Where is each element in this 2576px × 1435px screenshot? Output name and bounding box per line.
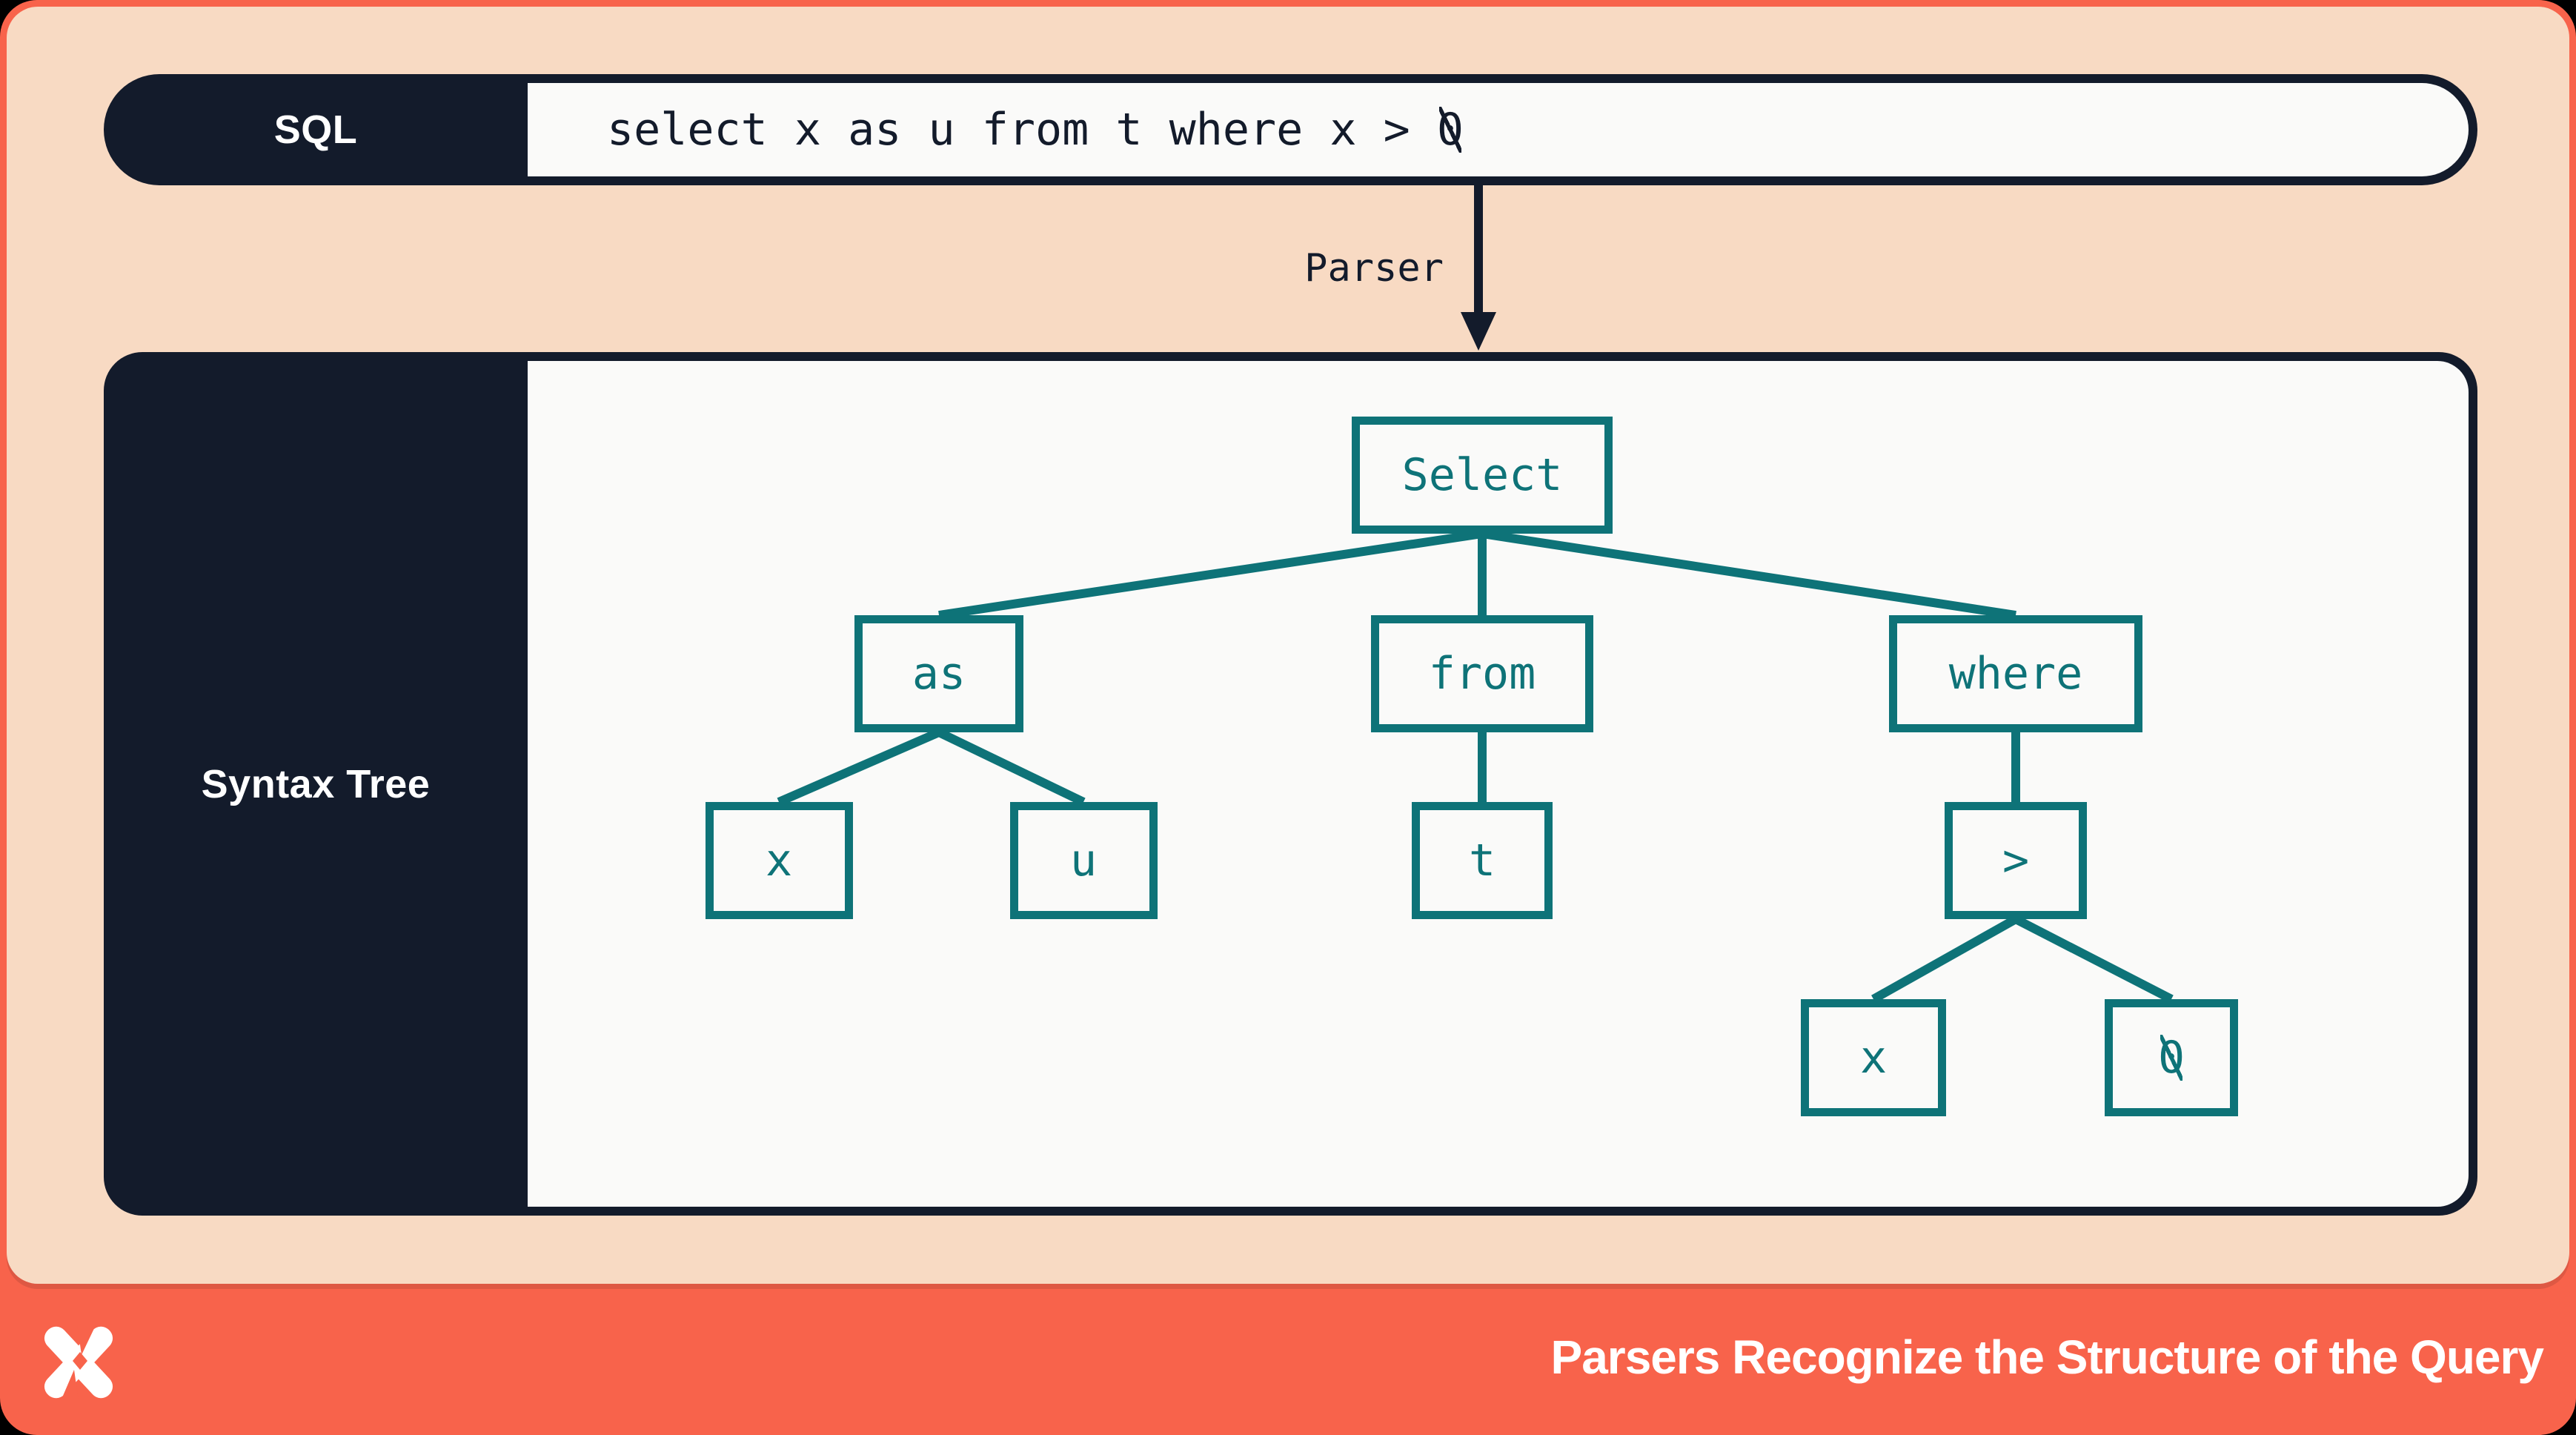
sql-query-area: select x as u from t where x > 0: [528, 83, 2469, 176]
tree-node-select: Select: [1352, 417, 1613, 534]
tree-node-x2: x: [1801, 999, 1946, 1116]
tree-node-label: t: [1468, 835, 1496, 886]
tree-node-from: from: [1371, 615, 1593, 732]
sql-query-text: select x as u from t where x > 0: [607, 104, 1464, 156]
tree-node-label: where: [1948, 648, 2083, 700]
sql-pill: select x as u from t where x > 0 SQL: [104, 74, 2477, 185]
tree-node-label: x: [765, 835, 793, 886]
sql-pill-label: SQL: [273, 107, 358, 152]
syntax-tree-label: Syntax Tree: [201, 761, 431, 806]
parser-arrow-line: [1474, 185, 1483, 312]
tree-node-label: >: [2002, 835, 2030, 886]
tree-node-gt: >: [1945, 802, 2087, 919]
tree-node-label: from: [1428, 648, 1536, 700]
tree-node-zero: 0: [2105, 999, 2238, 1116]
footer-title: Parsers Recognize the Structure of the Q…: [1550, 1330, 2544, 1384]
tree-node-label: x: [1859, 1032, 1888, 1084]
tree-node-label: 0: [2157, 1032, 2185, 1084]
tree-node-label: as: [912, 648, 966, 700]
tree-node-t: t: [1412, 802, 1553, 919]
tree-node-as: as: [854, 615, 1023, 732]
tree-node-label: Select: [1401, 449, 1563, 501]
parser-arrow-head-icon: [1461, 312, 1496, 351]
tree-node-x1: x: [705, 802, 853, 919]
x-star-logo-icon: [44, 1325, 113, 1399]
parser-label: Parser: [1304, 246, 1444, 291]
tree-node-where: where: [1889, 615, 2142, 732]
tree-node-u: u: [1009, 802, 1158, 919]
tree-node-label: u: [1069, 835, 1098, 886]
